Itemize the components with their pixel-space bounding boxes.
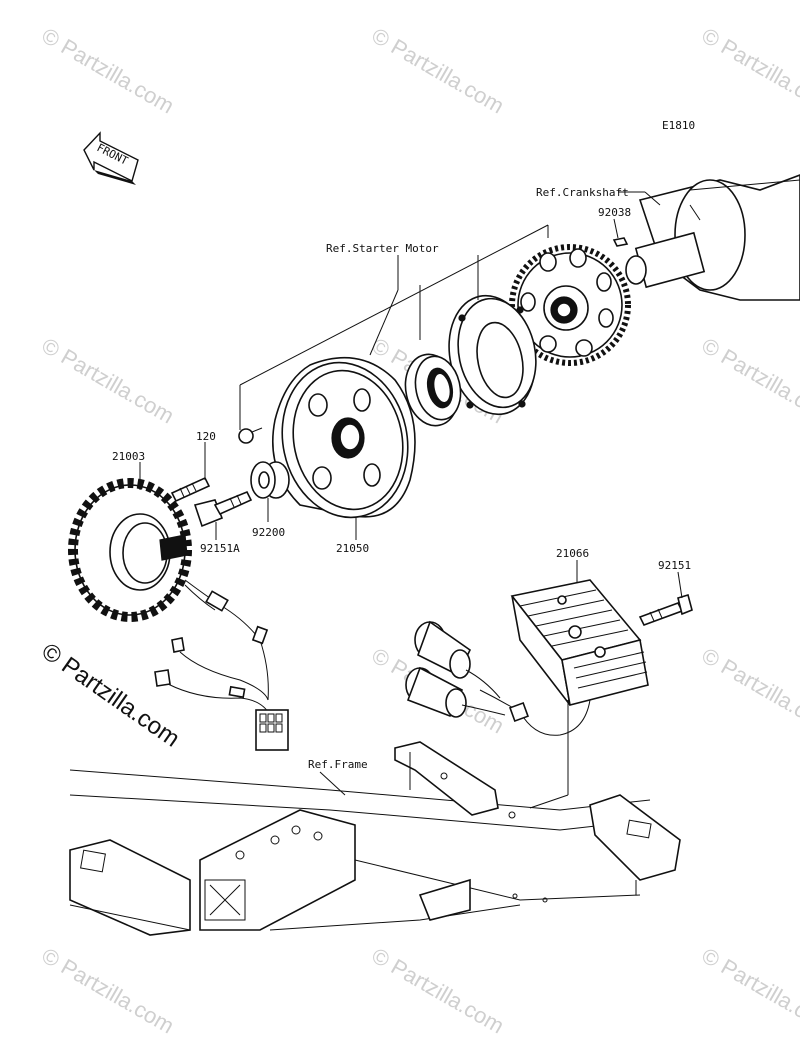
washer-92200 bbox=[250, 461, 290, 499]
starter-clutch-plate bbox=[448, 294, 537, 416]
watermark: © Partzilla.com bbox=[368, 943, 509, 1039]
bolt-92151 bbox=[638, 593, 693, 626]
label-92151A: 92151A bbox=[200, 542, 240, 555]
label-ref-frame: Ref.Frame bbox=[308, 758, 368, 771]
watermark: © Partzilla.com bbox=[698, 643, 800, 739]
label-92200: 92200 bbox=[252, 526, 285, 539]
stator-wiring bbox=[154, 579, 289, 751]
stator-21003 bbox=[68, 478, 192, 622]
watermark: © Partzilla.com bbox=[698, 23, 800, 119]
bolt-120 bbox=[170, 427, 263, 503]
label-ref-starter-motor: Ref.Starter Motor bbox=[326, 242, 439, 255]
watermark: © Partzilla.com bbox=[698, 943, 800, 1039]
watermark: © Partzilla.com bbox=[38, 23, 179, 119]
starter-gear bbox=[509, 244, 631, 366]
label-92038: 92038 bbox=[598, 206, 631, 219]
watermark: © Partzilla.com bbox=[38, 333, 179, 429]
regulator-wiring bbox=[405, 620, 591, 736]
rotor-21050 bbox=[272, 357, 416, 519]
label-21050: 21050 bbox=[336, 542, 369, 555]
bolt-92151A bbox=[193, 490, 253, 528]
diagram-code: E1810 bbox=[662, 119, 695, 132]
watermark-main: © Partzilla.com bbox=[37, 638, 185, 753]
leader-lines bbox=[139, 191, 683, 809]
front-arrow-icon: FRONT bbox=[83, 131, 139, 185]
frame bbox=[69, 741, 681, 936]
label-21003: 21003 bbox=[112, 450, 145, 463]
watermark: © Partzilla.com bbox=[38, 943, 179, 1039]
one-way-clutch bbox=[404, 353, 462, 427]
watermark: © Partzilla.com bbox=[368, 23, 509, 119]
label-92151: 92151 bbox=[658, 559, 691, 572]
label-ref-crankshaft: Ref.Crankshaft bbox=[536, 186, 629, 199]
label-21066: 21066 bbox=[556, 547, 589, 560]
key-92038 bbox=[612, 237, 629, 247]
regulator-21066 bbox=[510, 579, 649, 706]
label-120: 120 bbox=[196, 430, 216, 443]
watermark: © Partzilla.com bbox=[698, 333, 800, 429]
crankshaft bbox=[625, 174, 800, 301]
